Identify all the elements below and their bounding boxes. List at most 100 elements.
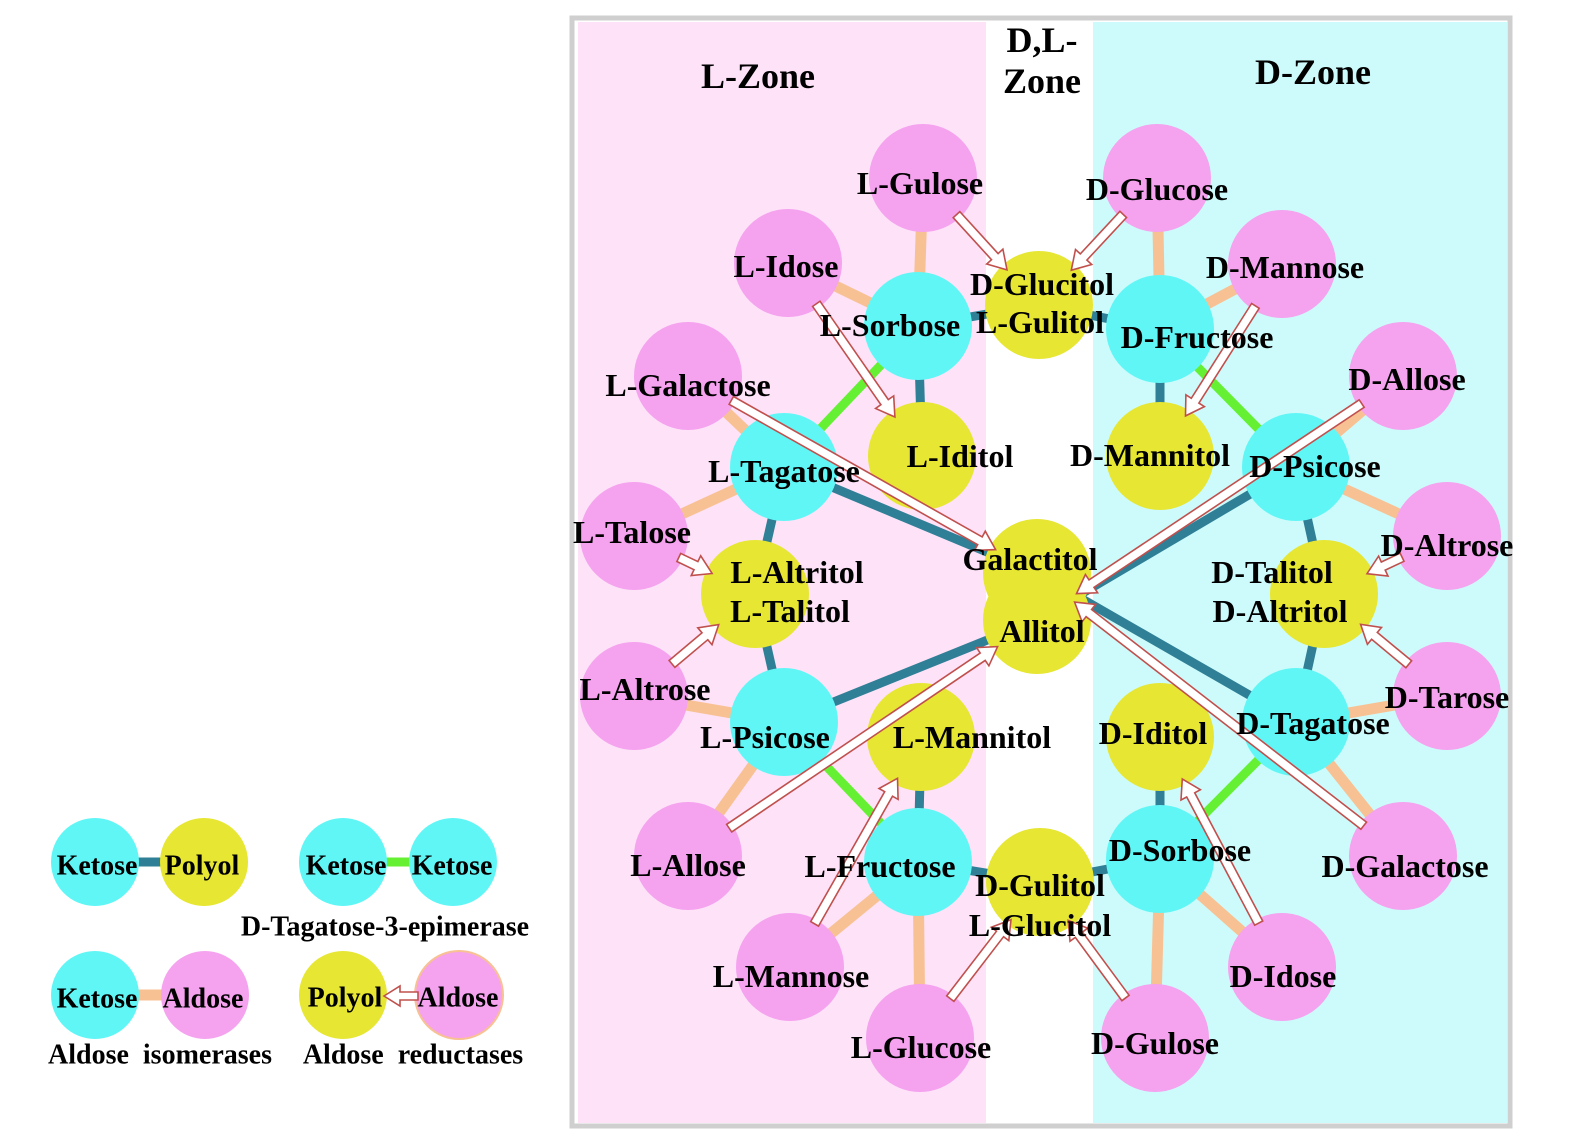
aldose-label-l-talose: L-Talose: [573, 514, 691, 550]
aldose-label-l-mannose: L-Mannose: [713, 958, 869, 994]
aldose-node-l-gulose: [869, 124, 977, 232]
polyol-label-d-talitol: D-Talitol: [1211, 554, 1333, 590]
polyol-node-d-talitol: [1270, 540, 1378, 648]
reductase-arrow-l-allose-allitol: [725, 645, 999, 834]
aldose-label-d-altrose: D-Altrose: [1381, 527, 1514, 563]
node-labels: L-GuloseL-IdoseL-GalactoseL-TaloseL-Altr…: [573, 165, 1513, 1065]
aldose-label-d-allose: D-Allose: [1348, 361, 1465, 397]
polyol-label-allitol: Allitol: [999, 613, 1084, 649]
reductase-arrow-d-allose-allitol: [1075, 398, 1366, 595]
aldose-node-d-allose: [1349, 322, 1457, 430]
aldose-label-l-glucose: L-Glucose: [851, 1029, 991, 1065]
reductase-arrows: [667, 210, 1413, 1003]
ketose-label-l-psicose: L-Psicose: [700, 719, 830, 755]
polyol-label-l-iditol: L-Iditol: [907, 438, 1014, 474]
polyol-label-d-mannitol: D-Mannitol: [1070, 437, 1230, 473]
aldose-node-l-idose: [734, 209, 842, 317]
aldose-node-d-mannose: [1228, 210, 1336, 318]
legend-ketose-label: Ketose: [306, 851, 387, 882]
aldose-label-d-idose: D-Idose: [1230, 958, 1337, 994]
reductase-arrow-d-tarose-d-talitol: [1359, 623, 1413, 669]
legend-ketose-label: Ketose: [57, 851, 138, 882]
reductase-arrow-l-glucose-d-gulitol: [945, 918, 1012, 1003]
aldose-node-l-altrose: [580, 642, 688, 750]
aldose-node-d-altrose: [1393, 482, 1501, 590]
legend-ketose-circle: [51, 951, 139, 1039]
legend-reductase: Polyol Aldose Aldose reductases: [299, 950, 523, 1071]
polyol-label-l-glucitol: L-Glucitol: [969, 907, 1111, 943]
polyol-label-l-gulitol: L-Gulitol: [976, 304, 1104, 340]
legend-reductase-arrow: [382, 984, 419, 1008]
ketose-node-d-fructose: [1106, 275, 1214, 383]
aldose-label-d-mannose: D-Mannose: [1206, 249, 1364, 285]
ketose-node-l-sorbose: [864, 272, 972, 380]
ketose-label-l-tagatose: L-Tagatose: [708, 453, 860, 489]
polyol-node-d-iditol: [1106, 683, 1214, 791]
aldose-label-l-gulose: L-Gulose: [857, 165, 983, 201]
legend: Ketose Polyol Ketose Ketose D-Tagatose-3…: [48, 818, 529, 1071]
ketose-node-d-psicose: [1242, 413, 1350, 521]
ketose-label-d-fructose: D-Fructose: [1121, 319, 1274, 355]
reductase-arrow-d-idose-d-iditol: [1180, 777, 1264, 927]
aldose-label-d-galactose: D-Galactose: [1321, 848, 1488, 884]
aldose-node-l-galactose: [634, 322, 742, 430]
polyol-label-d-glucitol: D-Glucitol: [970, 266, 1114, 302]
reductase-arrow-l-mannose-l-mannitol: [809, 776, 899, 928]
aldose-node-l-allose: [634, 802, 742, 910]
legend-ketose-label: Ketose: [57, 984, 138, 1015]
aldose-label-l-allose: L-Allose: [630, 847, 746, 883]
aldose-label-d-gulose: D-Gulose: [1091, 1025, 1219, 1061]
legend-aldose-label: Aldose: [163, 984, 244, 1015]
reductase-arrow-d-glucose-d-glucitol: [1070, 210, 1128, 272]
legend-isomerase: Ketose Aldose Aldose isomerases: [48, 951, 272, 1071]
dl-zone-label-line2: Zone: [1003, 61, 1081, 101]
polyol-label-d-iditol: D-Iditol: [1099, 715, 1208, 751]
aldose-node-d-galactose: [1349, 802, 1457, 910]
reductase-arrow-l-galactose-galactitol: [728, 395, 997, 552]
ketose-node-d-sorbose: [1106, 805, 1214, 913]
reductase-arrow-d-gulose-d-gulitol: [1067, 919, 1131, 1002]
reductase-arrow-d-altrose-d-talitol: [1365, 552, 1406, 577]
polyol-label-d-altritol: D-Altritol: [1212, 593, 1347, 629]
aldose-label-l-galactose: L-Galactose: [605, 367, 770, 403]
legend-polyol-label: Polyol: [308, 983, 383, 1014]
ketose-label-l-fructose: L-Fructose: [804, 848, 955, 884]
d-zone-label: D-Zone: [1255, 52, 1371, 92]
legend-ketose-circle: [409, 818, 497, 906]
polyol-node-l-mannitol: [867, 683, 975, 791]
aldose-label-l-altrose: L-Altrose: [580, 671, 711, 707]
polyol-label-l-altritol: L-Altritol: [730, 554, 863, 590]
legend-polyol-circle: [160, 818, 248, 906]
polyol-label-l-mannitol: L-Mannitol: [893, 719, 1051, 755]
aldose-node-l-talose: [580, 482, 688, 590]
reductase-arrow-l-talose-l-altritol: [675, 552, 714, 577]
aldose-node-d-idose: [1228, 913, 1336, 1021]
l-zone-label: L-Zone: [701, 56, 815, 96]
legend-isomerase-caption: Aldose isomerases: [48, 1040, 272, 1071]
reductase-arrow-d-galactose-galactitol: [1073, 601, 1368, 831]
aldose-label-d-glucose: D-Glucose: [1086, 171, 1228, 207]
legend-polyol-label: Polyol: [165, 851, 240, 882]
legend-epimerase: Ketose Ketose D-Tagatose-3-epimerase: [241, 818, 529, 943]
polyol-node-d-gulitol: [986, 828, 1094, 936]
aldose-node-d-glucose: [1103, 124, 1211, 232]
dl-zone-label-line1: D,L-: [1007, 20, 1078, 60]
polyol-label-l-talitol: L-Talitol: [730, 593, 850, 629]
polyol-node-l-altritol: [701, 540, 809, 648]
polyol-node-l-iditol: [868, 402, 976, 510]
polyol-node-d-mannitol: [1106, 402, 1214, 510]
legend-ketose-label: Ketose: [412, 851, 493, 882]
ketose-label-d-psicose: D-Psicose: [1249, 448, 1381, 484]
legend-ketose-circle: [51, 818, 139, 906]
aldose-label-d-tarose: D-Tarose: [1385, 679, 1509, 715]
polyol-label-d-gulitol: D-Gulitol: [975, 867, 1105, 903]
legend-epimerase-caption: D-Tagatose-3-epimerase: [241, 912, 529, 943]
legend-aldose-label: Aldose: [418, 983, 499, 1014]
legend-aldose-circle: [161, 951, 249, 1039]
reductase-arrow-d-mannose-d-mannitol: [1184, 302, 1261, 418]
legend-reductase-caption: Aldose reductases: [303, 1040, 523, 1071]
polyol-node-allitol: [983, 566, 1091, 674]
ketose-label-d-tagatose: D-Tagatose: [1236, 705, 1389, 741]
legend-ketose-circle: [299, 818, 387, 906]
